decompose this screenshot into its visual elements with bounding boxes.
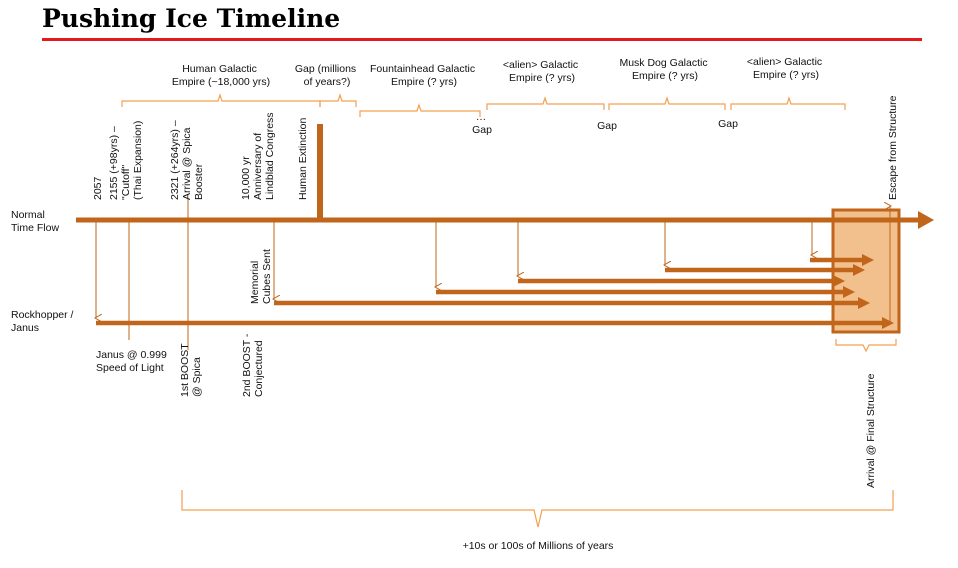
era-bracket-musk-dog	[608, 96, 726, 110]
era-label-musk-dog: Musk Dog Galactic Empire (? yrs)	[619, 57, 710, 82]
event-label-boost-2: 2nd BOOST - Conjectured	[241, 331, 265, 397]
janus-speed-label: Janus @ 0.999 Speed of Light	[96, 349, 170, 374]
event-label-memorial: Memorial Cubes Sent	[249, 249, 273, 304]
normal-time-arrowhead	[918, 211, 934, 229]
event-label-boost-1: 1st BOOST @ Spica	[179, 341, 203, 397]
era-label-alien-2: <alien> Galactic Empire (? yrs)	[747, 56, 825, 81]
era-bracket-alien-1	[486, 96, 605, 110]
alien-1-arrowhead	[833, 275, 845, 287]
event-label-arrival: Arrival @ Final Structure	[865, 373, 877, 488]
arrival-bracket	[835, 339, 897, 353]
gap-label-2: Gap	[597, 120, 617, 132]
lane-label-rockhopper: Rockhopper / Janus	[11, 309, 76, 334]
event-label-10000yr: 10,000 yr Anniversary of Lindblad Congre…	[240, 112, 276, 200]
span-label: +10s or 100s of Millions of years	[463, 540, 614, 552]
era-bracket-alien-2	[730, 96, 846, 110]
era-label-gap-millions: Gap (millions of years?)	[295, 63, 359, 88]
era-label-alien-1: <alien> Galactic Empire (? yrs)	[503, 59, 581, 84]
title-underline	[42, 38, 922, 41]
memorial-cubes-arrowhead	[858, 297, 870, 309]
page-title: Pushing Ice Timeline	[42, 4, 341, 33]
era-bracket-human	[121, 93, 321, 107]
gap-label-1: Gap	[472, 124, 492, 136]
alien-2-arrowhead	[862, 254, 874, 266]
gap-label-3: Gap	[718, 118, 738, 130]
event-label-escape: Escape from Structure	[887, 95, 899, 200]
span-bracket	[181, 490, 894, 528]
rockhopper-arrowhead	[882, 317, 894, 329]
musk-dog-arrowhead	[853, 264, 865, 276]
event-label-2057: 2057	[92, 176, 104, 200]
era-label-human: Human Galactic Empire (~18,000 yrs)	[172, 63, 270, 88]
lane-label-normal: Normal Time Flow	[11, 209, 59, 234]
gap-ellipsis: …	[476, 111, 487, 123]
event-label-extinction: Human Extinction	[297, 118, 309, 200]
era-bracket-fountainhead	[359, 103, 481, 117]
era-bracket-gap-millions	[319, 93, 357, 107]
fountainhead-arrowhead	[843, 286, 855, 298]
event-label-2321: 2321 (+264yrs) – Arrival @ Spica Booster	[169, 117, 205, 200]
era-label-fountainhead: Fountainhead Galactic Empire (? yrs)	[370, 63, 478, 88]
event-label-2155: 2155 (+98yrs) – "Cutoff" (Thai Expansion…	[108, 121, 144, 200]
